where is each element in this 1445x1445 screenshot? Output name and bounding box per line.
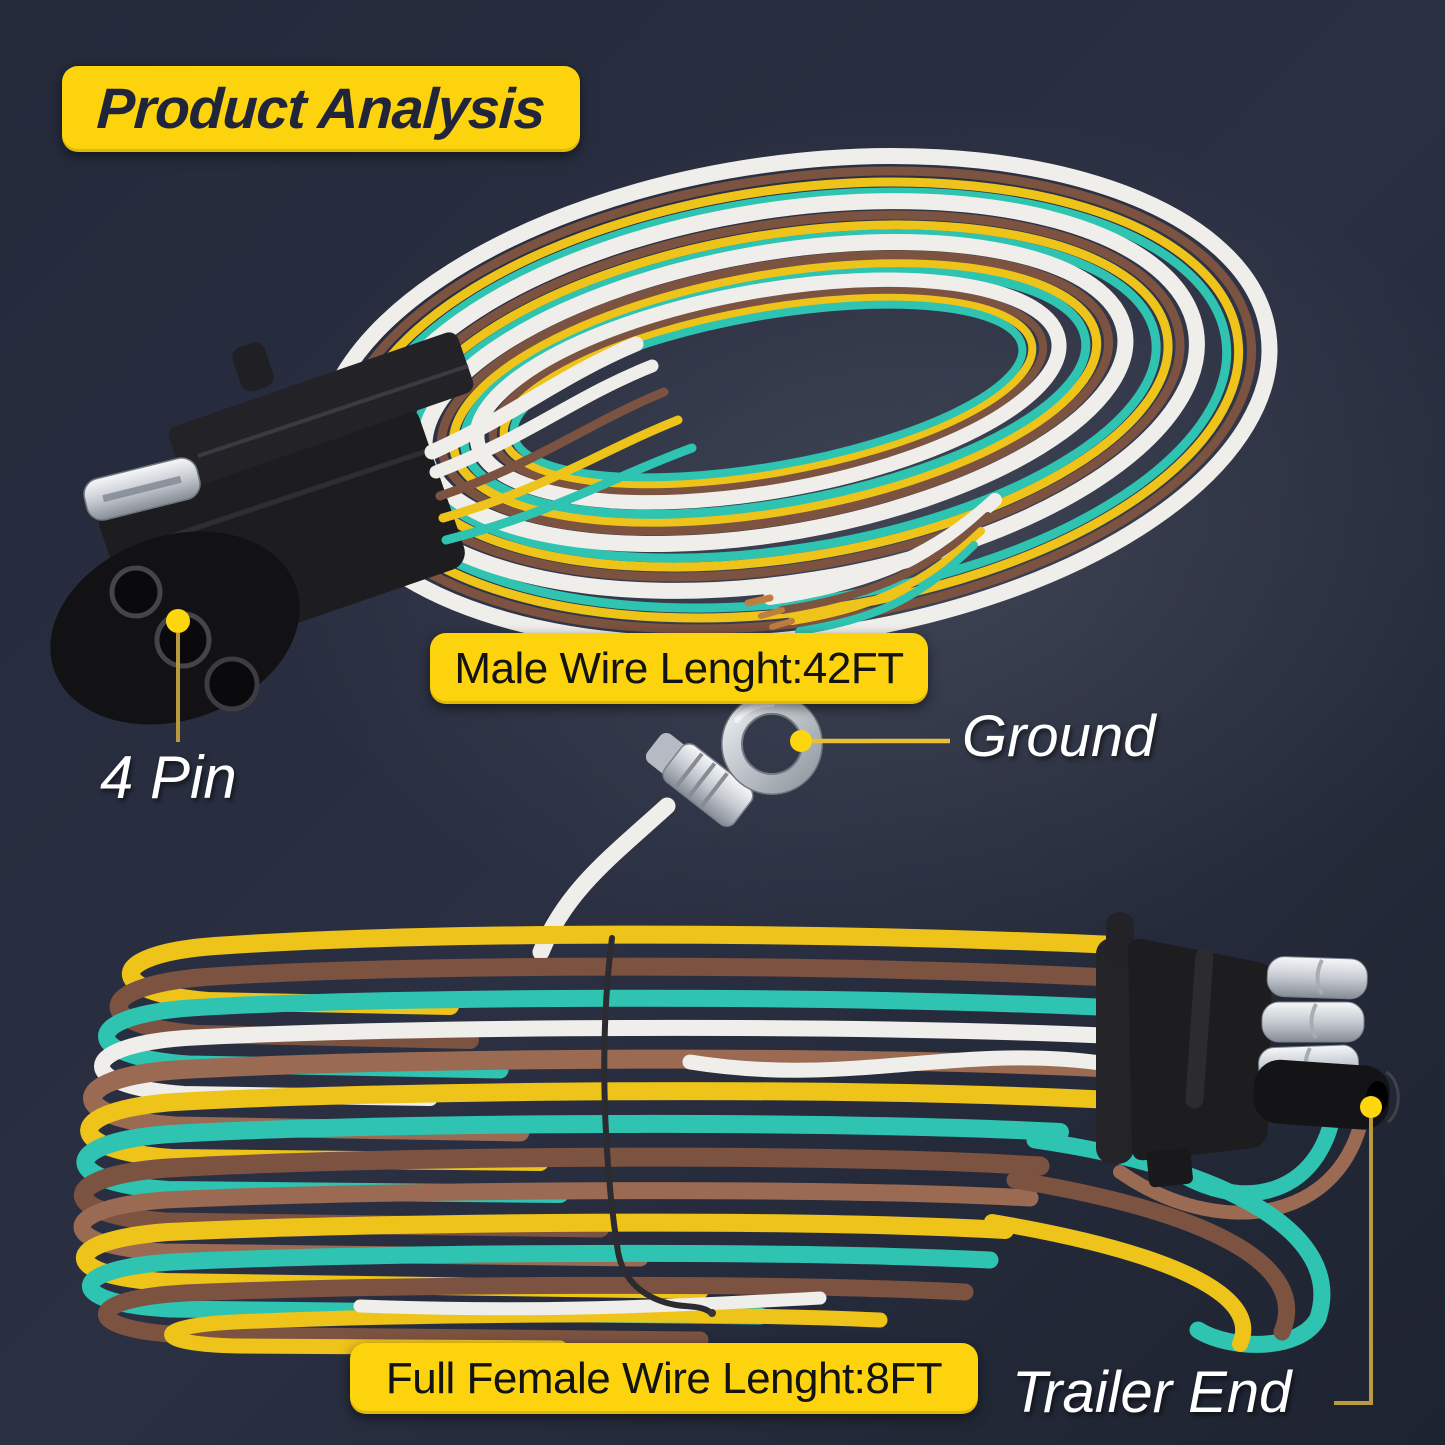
connector-bottom-notch [1146,1147,1193,1188]
wire [97,1276,974,1349]
connector-ridge-highlight [159,447,431,543]
title-banner: Product Analysis [62,66,580,152]
wire [778,512,992,614]
cable-tie-tip [708,1309,716,1317]
wire [353,1291,827,1316]
trailer-end-label: Trailer End [1012,1360,1292,1425]
female-wire-length-badge: Full Female Wire Lenght:8FT [350,1343,978,1414]
connector-back-ridge [1096,938,1134,1164]
male-wire-length-badge: Male Wire Lenght:42FT [430,633,928,704]
crimp-barrel [662,743,754,827]
callout-marks [166,609,1382,1405]
barrel-rim-highlight [1385,1070,1400,1124]
wire [1006,1171,1296,1341]
wire [76,1213,1014,1299]
pin-waist-notch [1309,1003,1318,1039]
wire [488,286,1048,496]
wire [94,1019,1123,1106]
wire [429,359,659,479]
ground-callout-dot [790,730,812,752]
wire [682,1050,1116,1078]
wire [469,272,1067,510]
trailer-end-callout-dot [1360,1096,1382,1118]
ground-label: Ground [962,704,1156,769]
terminal-channel [102,475,182,503]
stripped-copper-tip [744,594,774,607]
socket-hole [109,565,163,619]
socket-hole [204,656,260,712]
stripped-copper-tip [769,618,795,630]
wire [98,989,1127,1079]
trailer-end-connector [1096,912,1400,1188]
wire [984,1214,1252,1352]
top-ribbon-free-end [744,493,1002,637]
wire [82,1244,999,1325]
male-wire-length-text: Male Wire Lenght:42FT [454,643,904,693]
stripped-copper-tip [758,607,785,619]
crimp-ridges [674,752,729,808]
wire [74,1147,1050,1238]
wire [435,387,669,501]
pin-waist-notch [1315,959,1324,995]
four-pin-label: 4 Pin [100,744,237,811]
wire [438,415,683,523]
connector-wire-fan [424,336,697,545]
wire [441,443,697,545]
connector-ridge-highlight [197,364,469,458]
title-text: Product Analysis [95,77,547,141]
wire [80,1082,1121,1171]
wire [164,1307,888,1356]
cable-tie-strap [601,935,713,1315]
bottom-wire-coil [73,925,1374,1356]
wire [763,493,1002,605]
ring-highlight [734,700,775,723]
wire [73,1182,1039,1267]
connector-flange [168,332,474,488]
trailer-end-callout-line [1334,1117,1373,1405]
wire [122,925,1124,1015]
connector-mid-ridge [1185,948,1214,1109]
wire [424,336,644,460]
wire [788,527,985,625]
wire [76,1114,1069,1203]
female-wire-length-text: Full Female Wire Lenght:8FT [385,1353,943,1403]
connector-barrel [1253,1059,1390,1130]
four-pin-callout-dot [166,609,190,633]
connector-top-nub [1106,912,1134,968]
wire [796,541,978,635]
connector-tab [232,342,274,392]
cable-tie [601,935,716,1317]
